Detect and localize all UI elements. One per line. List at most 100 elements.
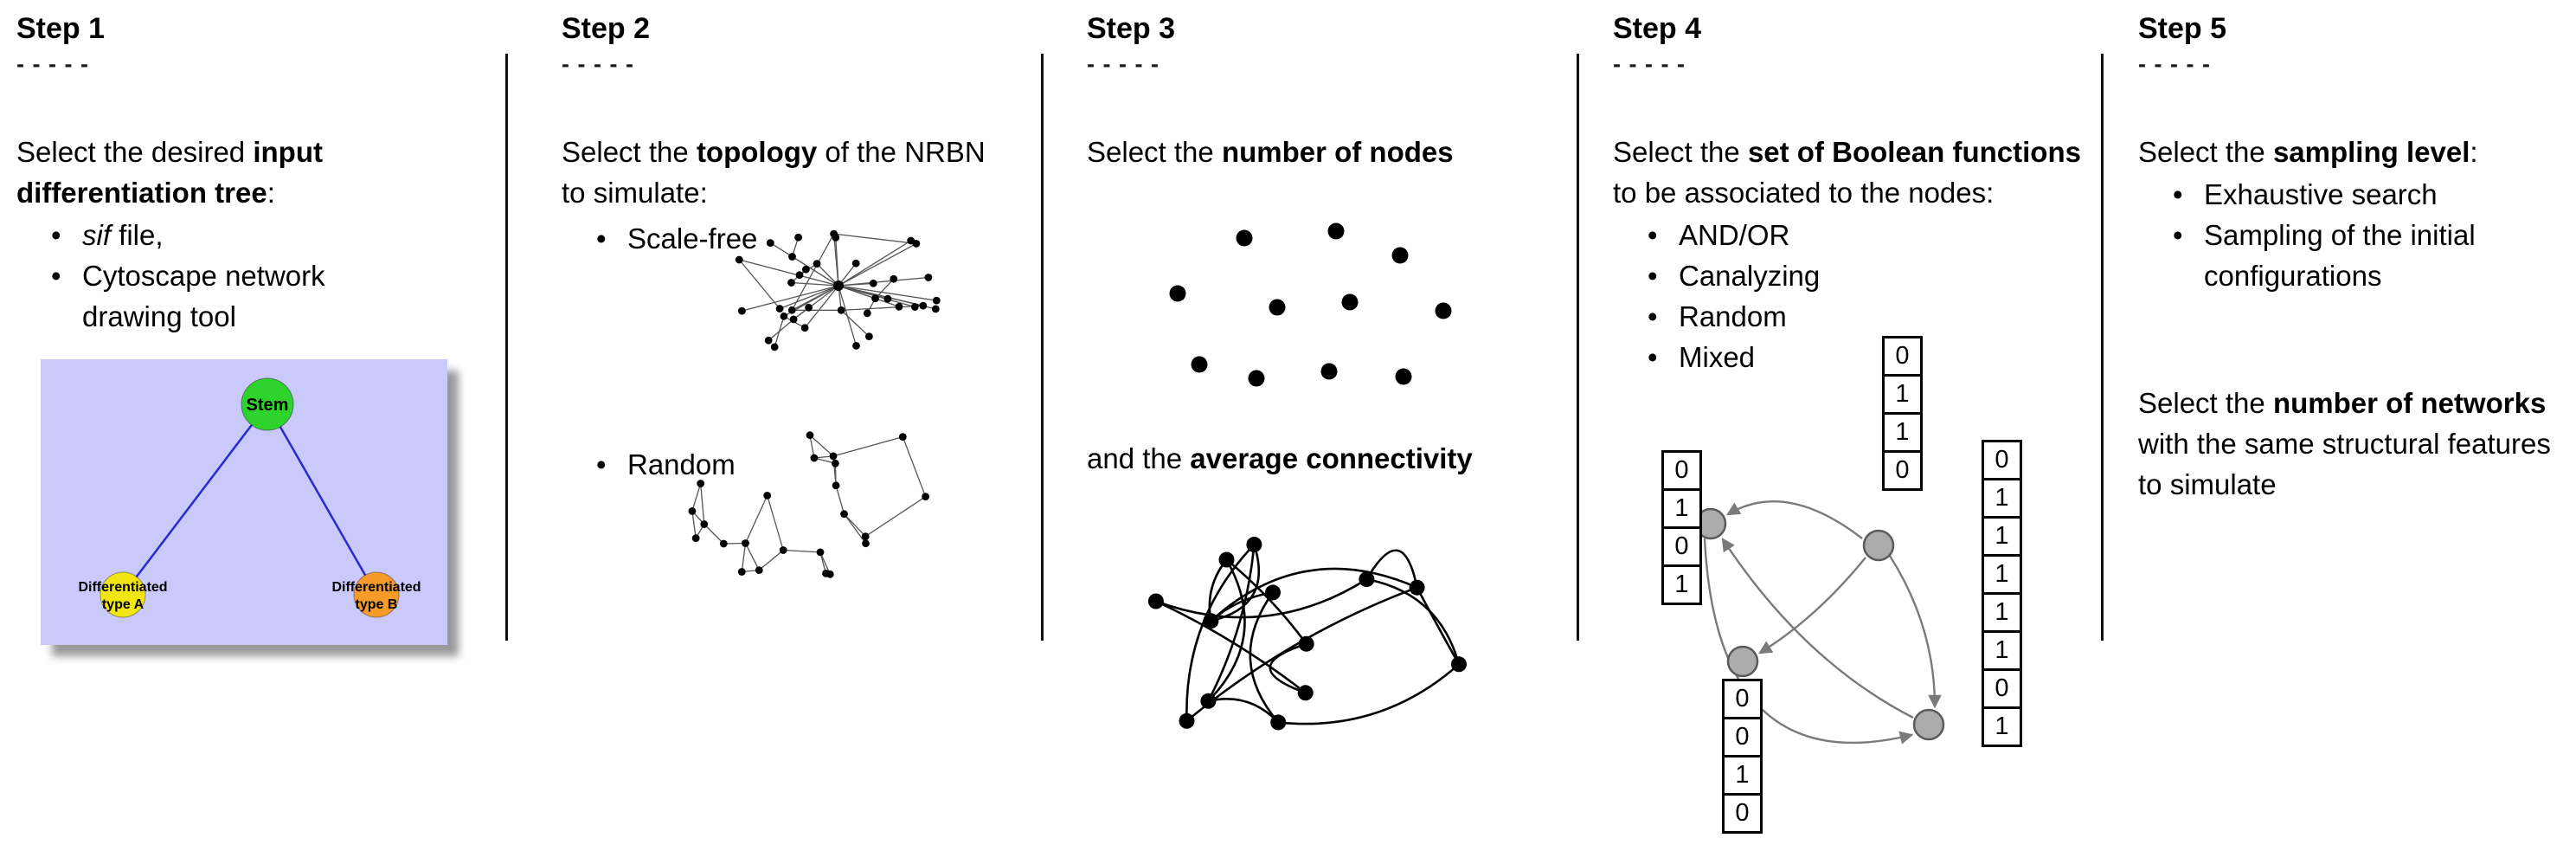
- truth-table-cell: 1: [1661, 488, 1702, 529]
- intro-text: to be associated to the nodes:: [1613, 177, 1995, 210]
- intro-bold-text: input differentiation tree: [16, 136, 323, 210]
- network-edge: [835, 485, 845, 514]
- intro-text: :: [267, 177, 275, 210]
- stem-node: [241, 377, 294, 431]
- bullet-sampling-initial-configurations: Sampling of the initial configurations: [2138, 215, 2571, 296]
- connectivity-curve: [1185, 586, 1418, 722]
- type-b-label-line1: Differentiated: [331, 580, 421, 595]
- type-b-label-line2: type B: [356, 597, 398, 612]
- truth-table-cell: 1: [1982, 478, 2022, 519]
- network-edge: [783, 549, 821, 553]
- node-dot: [1203, 613, 1219, 629]
- network-edge: [767, 495, 784, 551]
- connectivity-curve: [1366, 577, 1461, 665]
- network-node-dot: [871, 294, 879, 303]
- truth-table-cell: 1: [1882, 412, 1923, 453]
- step-2-bullets-2: Random: [562, 444, 736, 485]
- network-node-dot: [805, 303, 813, 312]
- node-dot: [1246, 537, 1262, 553]
- network-node-dot: [787, 306, 796, 314]
- step-4-intro: Select the set of Boolean functions to b…: [1613, 132, 2085, 213]
- bullet-text: file,: [111, 219, 164, 252]
- network-node-dot: [780, 312, 788, 320]
- network-node-dot: [862, 539, 870, 548]
- truth-table-cell: 1: [1882, 374, 1923, 415]
- step-2-intro: Select the topology of the NRBN to simul…: [562, 132, 994, 213]
- network-node-dot: [810, 454, 819, 462]
- node-dot: [1395, 368, 1412, 385]
- type-a-label-line1: Differentiated: [78, 580, 167, 595]
- network-node-dot: [898, 433, 907, 441]
- intro-text: :: [2470, 136, 2478, 169]
- network-node-dot: [924, 274, 933, 281]
- network-node-dot: [742, 539, 749, 547]
- arrow-b-to-a: [1725, 500, 1863, 539]
- network-node-dot: [755, 566, 763, 574]
- intro-text: Select the: [1087, 136, 1222, 169]
- node-dot: [1320, 363, 1338, 380]
- network-node-dot: [883, 294, 892, 303]
- truth-table-cell: 1: [1982, 706, 2022, 747]
- node-dot: [1409, 579, 1425, 596]
- intro-bold-text: topology: [696, 136, 818, 169]
- truth-table-cell: 1: [1982, 554, 2022, 595]
- network-node-dot: [688, 507, 697, 515]
- truth-table-cell: 1: [1661, 564, 1702, 605]
- node-dot: [1179, 712, 1195, 729]
- network-edge: [833, 233, 916, 245]
- network-node-dot: [890, 274, 898, 283]
- truth-table-cell: 0: [1661, 450, 1702, 491]
- node-dot: [1327, 222, 1345, 240]
- bullet-scale-free: Scale-free: [562, 218, 994, 259]
- network-edge: [832, 234, 839, 287]
- network-edge: [779, 285, 839, 310]
- node-dot: [1270, 714, 1287, 731]
- network-node-dot: [789, 315, 798, 324]
- connectivity-network-graphic: [1147, 537, 1467, 731]
- step-1-dashes: - - - - -: [16, 51, 89, 78]
- differentiation-tree-figure: Stem Differentiated type A Differentiate…: [41, 359, 447, 646]
- node-dot: [1297, 685, 1314, 701]
- step-4-bullets: AND/OR Canalyzing Random Mixed: [1613, 215, 2097, 377]
- truth-table-bottom-left: 0 0 1 0: [1722, 679, 1763, 834]
- network-node-dot: [763, 492, 772, 500]
- network-edge: [769, 242, 839, 287]
- truth-table-cell: 1: [1722, 755, 1763, 796]
- network-edge: [744, 543, 760, 571]
- truth-table-cell: 0: [1882, 450, 1923, 491]
- network-edge: [758, 549, 784, 571]
- node-dot: [1298, 635, 1314, 652]
- intro-text: Select the: [1613, 136, 1748, 169]
- network-node-c: [1726, 645, 1759, 678]
- differentiated-type-a-node: [100, 571, 146, 618]
- network-node-dot: [816, 548, 825, 557]
- network-node-dot: [813, 260, 821, 268]
- step-1-column: Step 1 - - - - - Select the desired inpu…: [16, 12, 488, 646]
- scale-free-network-graphic: [735, 229, 941, 351]
- bullet-cytoscape: Cytoscape network drawing tool: [16, 255, 363, 337]
- network-node-dot: [738, 306, 746, 315]
- connectivity-curve: [1365, 549, 1418, 589]
- step-3-column: Step 3 - - - - - Select the number of no…: [1087, 12, 1571, 778]
- truth-table-cell: 0: [1722, 679, 1763, 719]
- node-dot: [1359, 571, 1375, 588]
- step-1-title: Step 1: [16, 12, 106, 45]
- network-node-dot: [869, 279, 877, 287]
- step-3-second-text: and the average connectivity: [1087, 438, 1571, 479]
- network-node-dot: [700, 520, 709, 528]
- network-edge: [791, 233, 835, 311]
- node-dot: [1265, 584, 1281, 601]
- node-dot: [1435, 302, 1452, 319]
- divider-4: [2101, 54, 2104, 641]
- network-edge: [838, 285, 900, 307]
- intro-bold-text: number of networks: [2272, 387, 2547, 420]
- tree-edge-a: [122, 403, 268, 596]
- node-dot: [1248, 370, 1265, 387]
- network-node-dot: [832, 459, 839, 467]
- intro-bold-text: set of Boolean functions: [1747, 136, 2081, 169]
- divider-2: [1041, 54, 1044, 641]
- bullet-exhaustive-search: Exhaustive search: [2138, 174, 2571, 215]
- network-node-dot: [895, 302, 903, 311]
- network-edge: [700, 483, 705, 525]
- intro-text: Select the: [2138, 136, 2273, 169]
